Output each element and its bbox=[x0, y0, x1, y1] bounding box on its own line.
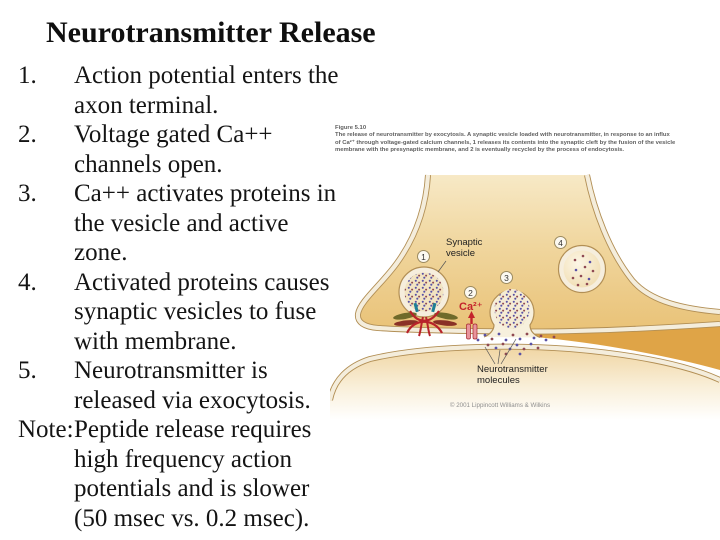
copyright-credit: © 2001 Lippincott Williams & Wilkins bbox=[449, 402, 551, 409]
list-item: 3. Ca++ activates proteins in the vesicl… bbox=[18, 179, 363, 268]
bullet-list: 1. Action potential enters the axon term… bbox=[18, 61, 363, 533]
list-item: 1. Action potential enters the axon term… bbox=[18, 61, 363, 120]
recycled-vesicle bbox=[557, 244, 607, 294]
list-item: 5. Neurotransmitter is released via exoc… bbox=[18, 356, 363, 415]
list-item-note: Note: Peptide release requires high freq… bbox=[18, 415, 363, 533]
list-marker: 1. bbox=[18, 62, 37, 89]
list-item-text: Action potential enters the axon termina… bbox=[74, 62, 339, 119]
list-item-text: Ca++ activates proteins in the vesicle a… bbox=[74, 180, 337, 266]
list-item-text: Voltage gated Ca++ channels open. bbox=[74, 121, 273, 178]
step-marker-1: 1 bbox=[417, 250, 430, 263]
list-item: 2. Voltage gated Ca++ channels open. bbox=[18, 120, 363, 179]
postsynaptic-cell bbox=[330, 343, 720, 420]
step-marker-2: 2 bbox=[464, 286, 477, 299]
list-marker: 3. bbox=[18, 180, 37, 207]
synaptic-vesicle-docked bbox=[398, 266, 450, 318]
list-item-text: Peptide release requires high frequency … bbox=[74, 416, 312, 532]
docking-proteins bbox=[393, 302, 458, 337]
list-item-text: Neurotransmitter is released via exocyto… bbox=[74, 357, 311, 414]
synapse-diagram bbox=[330, 174, 720, 420]
step-marker-3: 3 bbox=[500, 271, 513, 284]
synaptic-vesicle-label: Synaptic vesicle bbox=[446, 237, 483, 259]
neurotransmitter-dots bbox=[476, 332, 556, 356]
list-marker: 4. bbox=[18, 268, 37, 296]
calcium-label: Ca²⁺ bbox=[459, 301, 483, 313]
list-marker: 2. bbox=[18, 121, 37, 148]
leader-lines bbox=[437, 260, 517, 365]
page-title: Neurotransmitter Release bbox=[46, 16, 376, 49]
figure-caption-title: Figure 5.10 bbox=[335, 125, 367, 131]
synapse-figure: Figure 5.10 The release of neurotransmit… bbox=[330, 118, 720, 420]
fusing-vesicle bbox=[483, 289, 541, 339]
list-item: 4. Activated proteins causes synaptic ve… bbox=[18, 268, 363, 357]
figure-caption: Figure 5.10 The release of neurotransmit… bbox=[335, 125, 720, 154]
neurotransmitter-label: Neurotransmitter molecules bbox=[477, 364, 548, 386]
list-item-text: Activated proteins causes synaptic vesic… bbox=[74, 268, 330, 355]
step-marker-4: 4 bbox=[554, 236, 567, 249]
list-marker: 5. bbox=[18, 357, 37, 384]
calcium-channel bbox=[466, 311, 478, 340]
list-marker: Note: bbox=[18, 416, 74, 443]
figure-caption-body: The release of neurotransmitter by exocy… bbox=[335, 132, 676, 153]
